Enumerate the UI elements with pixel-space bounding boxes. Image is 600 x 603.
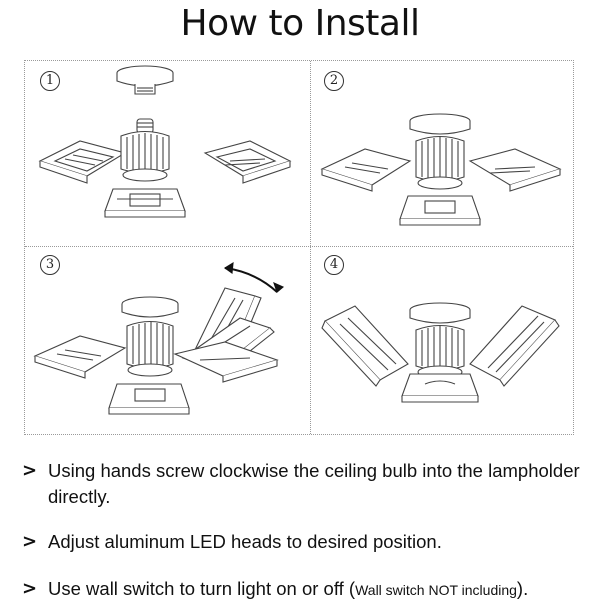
instruction-text-end: ). xyxy=(516,578,529,599)
right-panel-icon xyxy=(468,148,562,192)
step-1-panel: 1 xyxy=(25,61,310,246)
ceiling-socket-icon xyxy=(409,302,471,324)
lamp-body-icon xyxy=(120,130,170,182)
instruction-text: Using hands screw clockwise the ceiling … xyxy=(48,460,580,507)
step-4-panel: 4 xyxy=(310,246,575,436)
step-1-number: 1 xyxy=(40,71,60,91)
step-2-illustration xyxy=(320,113,562,226)
grid-divider-vertical xyxy=(310,61,311,434)
left-panel-icon xyxy=(33,335,127,379)
screw-base-icon xyxy=(136,118,154,134)
front-panel-icon xyxy=(104,188,186,218)
front-panel-icon xyxy=(401,373,479,403)
step-3-illustration xyxy=(33,261,285,415)
instruction-text: Use wall switch to turn light on or off … xyxy=(48,578,356,599)
page-title: How to Install xyxy=(180,3,420,44)
right-panel-icon xyxy=(173,341,279,383)
step-3-panel: 3 xyxy=(25,246,310,436)
rotate-arrow-icon xyxy=(224,261,285,293)
instruction-screw-bulb: > Using hands screw clockwise the ceilin… xyxy=(20,458,590,510)
right-panel-icon xyxy=(469,305,560,387)
right-panel-icon xyxy=(203,140,292,184)
step-3-number: 3 xyxy=(40,255,60,275)
left-panel-icon xyxy=(321,305,409,387)
ceiling-socket-icon xyxy=(116,65,174,95)
step-4-illustration xyxy=(321,302,560,403)
instruction-note: Wall switch NOT including xyxy=(355,582,517,598)
left-panel-icon xyxy=(38,140,127,184)
front-panel-icon xyxy=(399,195,481,226)
step-4-number: 4 xyxy=(324,255,344,275)
chevron-right-icon: > xyxy=(22,578,38,599)
chevron-right-icon: > xyxy=(22,460,38,481)
instructions-list: > Using hands screw clockwise the ceilin… xyxy=(20,458,590,603)
step-1-illustration xyxy=(38,65,292,218)
install-steps-grid: 1 xyxy=(24,60,574,435)
step-2-number: 2 xyxy=(324,71,344,91)
instruction-adjust-heads: > Adjust aluminum LED heads to desired p… xyxy=(20,529,590,555)
front-panel-icon xyxy=(108,383,190,415)
ceiling-socket-icon xyxy=(409,113,471,135)
lamp-body-icon xyxy=(126,320,174,377)
instruction-wall-switch: > Use wall switch to turn light on or of… xyxy=(20,576,590,603)
left-panel-icon xyxy=(320,148,412,192)
lamp-body-icon xyxy=(415,324,465,379)
instruction-text: Adjust aluminum LED heads to desired pos… xyxy=(48,531,442,552)
chevron-right-icon: > xyxy=(22,531,38,552)
step-2-panel: 2 xyxy=(310,61,575,246)
lamp-body-icon xyxy=(415,135,465,190)
grid-divider-horizontal xyxy=(25,246,573,247)
ceiling-socket-icon xyxy=(121,296,179,318)
